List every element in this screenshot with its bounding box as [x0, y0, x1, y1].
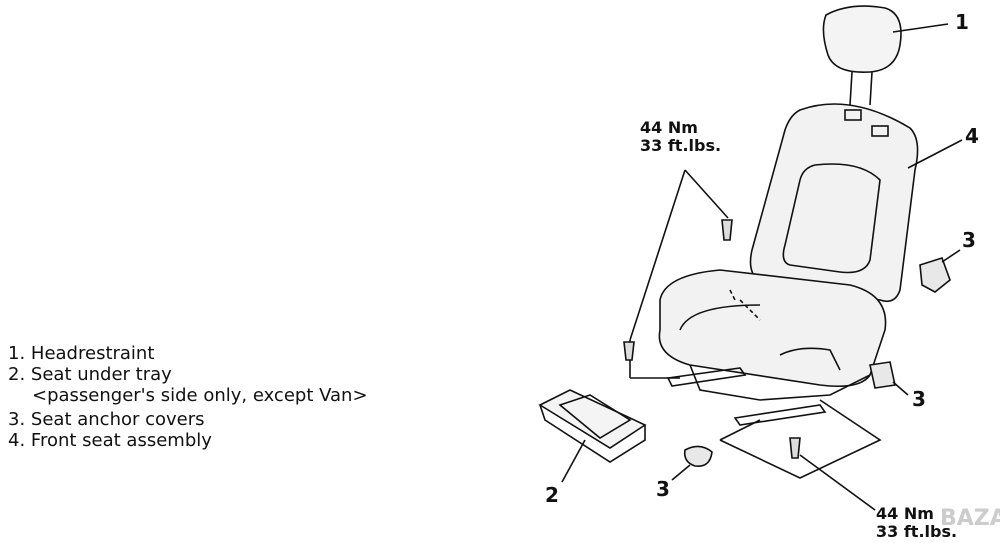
bolt-drawings	[623, 169, 876, 511]
legend-item-4: 4. Front seat assembly	[8, 430, 212, 451]
seat-back-drawing	[749, 103, 963, 303]
callout-3-bottom: 3	[656, 477, 670, 501]
legend-item-1: 1. Headrestraint	[8, 343, 155, 364]
watermark: BAZAR	[940, 506, 1000, 531]
legend-item-2: 2. Seat under tray	[8, 364, 172, 385]
seat-cushion-drawing	[658, 269, 887, 401]
anchor-cover-drawings	[671, 249, 961, 481]
callout-4: 4	[965, 124, 979, 148]
callout-2: 2	[545, 483, 559, 507]
callout-3-right: 3	[962, 228, 976, 252]
callout-1: 1	[955, 10, 969, 34]
under-tray-drawing	[538, 389, 647, 483]
legend-item-2-note: <passenger's side only, except Van>	[32, 385, 368, 406]
headrestraint-drawing	[822, 5, 949, 106]
callout-3-middle: 3	[912, 387, 926, 411]
legend-item-3: 3. Seat anchor covers	[8, 409, 205, 430]
parts-legend: 1. Headrestraint 2. Seat under tray <pas…	[8, 343, 368, 451]
